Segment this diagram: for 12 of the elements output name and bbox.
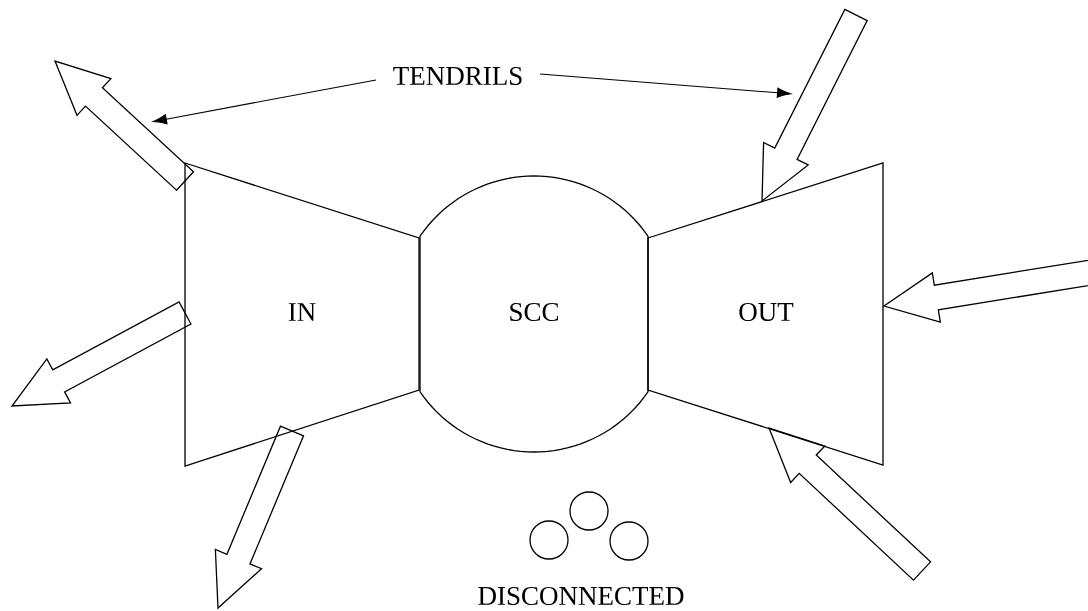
block-arrow [882,257,1088,324]
tendrils-label: TENDRILS [393,66,522,86]
block-arrow [10,301,192,407]
leader-arrow [539,73,792,98]
block-arrow [214,425,305,610]
circle-node [529,520,569,560]
leader-arrow [152,79,377,125]
circle-node [609,521,649,561]
circle-node [569,491,609,531]
disconnected-label: DISCONNECTED [478,586,684,606]
in-trapezoid: IN [184,162,420,467]
out-trapezoid: OUT [647,162,884,466]
